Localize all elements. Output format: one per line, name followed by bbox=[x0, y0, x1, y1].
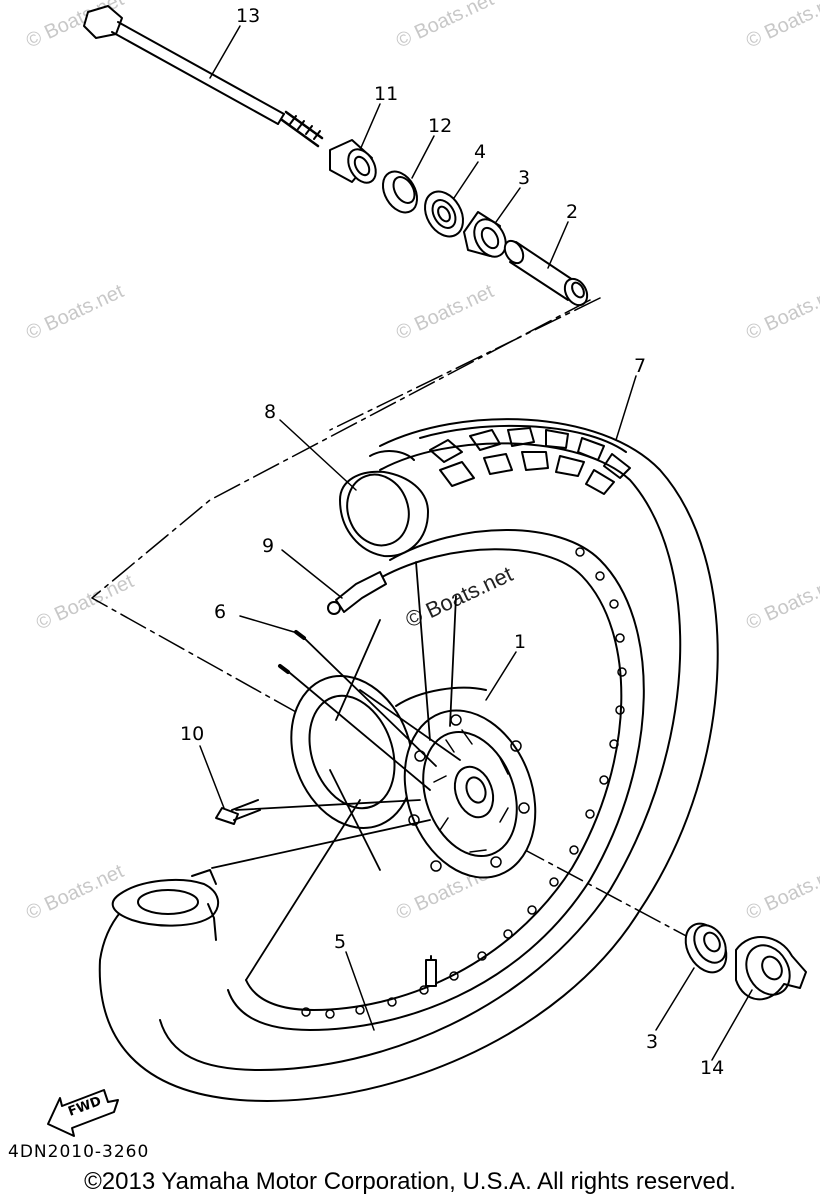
watermark: © Boats.net bbox=[743, 280, 820, 344]
diagram-code: 4DN2010-3260 bbox=[8, 1142, 150, 1162]
spacer-flange-part bbox=[381, 170, 419, 214]
callout-10: 10 bbox=[180, 723, 204, 745]
callout-8: 8 bbox=[264, 401, 276, 423]
watermark: © Boats.net bbox=[743, 0, 820, 53]
callout-14: 14 bbox=[700, 1057, 724, 1079]
bearing-part-top bbox=[463, 211, 507, 258]
tire-section bbox=[111, 869, 220, 941]
callout-1: 1 bbox=[514, 631, 526, 653]
callout-2: 2 bbox=[566, 201, 578, 223]
leader-lines bbox=[199, 25, 753, 1061]
valve-part bbox=[215, 799, 261, 825]
callout-labels: 13 11 12 4 3 2 7 8 9 6 1 10 5 3 14 bbox=[180, 5, 724, 1079]
callout-3-lower: 3 bbox=[646, 1031, 658, 1053]
copyright-notice: ©2013 Yamaha Motor Corporation, U.S.A. A… bbox=[84, 1168, 736, 1195]
spokes-part bbox=[211, 561, 461, 981]
callout-4: 4 bbox=[474, 141, 486, 163]
callout-11: 11 bbox=[374, 83, 398, 105]
spacer-part bbox=[503, 239, 589, 307]
callout-13: 13 bbox=[236, 5, 260, 27]
watermark: © Boats.net bbox=[393, 0, 498, 53]
watermark: © Boats.net bbox=[393, 280, 498, 344]
watermark: © Boats.net bbox=[33, 570, 138, 634]
forward-direction-icon: FWD bbox=[47, 1089, 119, 1137]
tube-part bbox=[339, 450, 429, 558]
callout-12: 12 bbox=[428, 115, 452, 137]
callout-7: 7 bbox=[634, 355, 646, 377]
callout-6: 6 bbox=[214, 601, 226, 623]
rim-part bbox=[227, 529, 645, 1031]
rim-band-part bbox=[327, 571, 387, 615]
axle-part bbox=[83, 5, 324, 148]
collar-part bbox=[329, 139, 377, 184]
watermark: © Boats.net bbox=[743, 570, 820, 634]
watermark: © Boats.net bbox=[23, 860, 128, 924]
oil-seal-part bbox=[424, 190, 464, 238]
valve-stem-part bbox=[425, 955, 437, 987]
watermark: © Boats.net bbox=[23, 280, 128, 344]
callout-5: 5 bbox=[334, 931, 346, 953]
assembly-lines bbox=[91, 297, 691, 939]
watermark: © Boats.net bbox=[743, 860, 820, 924]
callout-3-top: 3 bbox=[518, 167, 530, 189]
meter-gear-part bbox=[735, 936, 807, 1001]
bearing-part-lower bbox=[684, 922, 728, 974]
tire-part bbox=[98, 418, 719, 1102]
callout-9: 9 bbox=[262, 535, 274, 557]
